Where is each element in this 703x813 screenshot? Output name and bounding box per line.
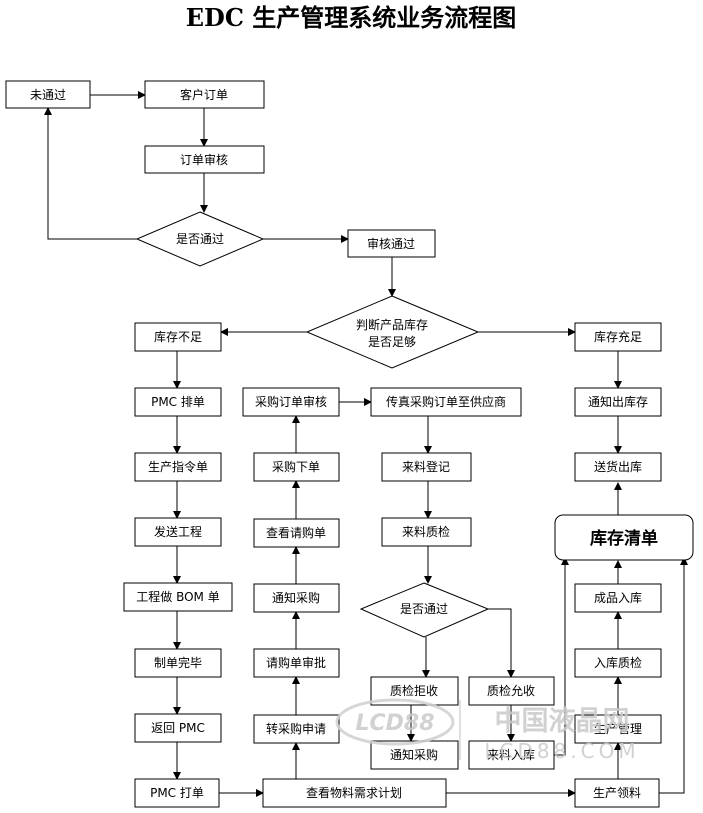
node-kehu-dingdan: 客户订单 [144, 80, 265, 109]
node-songhuo-chuku: 送货出库 [574, 452, 662, 482]
node-label: 成品入库 [594, 590, 642, 605]
node-chakan-wuliao: 查看物料需求计划 [262, 778, 447, 808]
node-label: 查看物料需求计划 [306, 786, 402, 800]
node-label: 库存充足 [594, 329, 642, 344]
node-fanhui-pmc: 返回 PMC [134, 713, 222, 743]
node-kucun-qingdan: 库存清单 [554, 514, 694, 561]
node-weitongguo: 未通过 [5, 80, 91, 109]
node-label: 发送工程 [154, 524, 202, 539]
node-label: 采购下单 [272, 459, 320, 474]
node-label: 质检拒收 [390, 683, 438, 698]
node-label: 是否通过 [400, 602, 448, 616]
node-shifou-tongguo-1: 是否通过 [135, 211, 265, 267]
edge-ruku-to-qingdan [554, 557, 569, 756]
watermark-logo-text: LCD88 [355, 711, 434, 736]
node-label: 送货出库 [594, 459, 642, 474]
node-qinggoudan-shenpi: 请购单审批 [253, 648, 340, 678]
node-label: 未通过 [30, 88, 66, 102]
node-label-line2: 是否足够 [368, 335, 416, 349]
node-shengchan-lingliao: 生产领料 [574, 778, 660, 808]
node-label: 通知采购 [272, 590, 320, 605]
node-label-line1: 判断产品库存 [356, 317, 428, 332]
node-shenhe-tongguo: 审核通过 [347, 229, 436, 258]
node-chengpin-ruku: 成品入库 [574, 583, 662, 613]
node-label: 审核通过 [367, 236, 415, 251]
node-label: 来料登记 [402, 459, 450, 474]
connectors [44, 91, 688, 797]
node-shengchan-zhiling: 生产指令单 [134, 452, 222, 482]
node-label: 转采购申请 [266, 721, 326, 736]
node-label: 生产指令单 [148, 459, 208, 474]
node-label: PMC 排单 [151, 395, 205, 409]
node-label: 返回 PMC [151, 721, 205, 735]
node-label: 传真采购订单至供应商 [386, 394, 506, 409]
node-label: 库存不足 [154, 329, 202, 344]
node-kucun-buzu: 库存不足 [134, 322, 222, 352]
node-label: 请购单审批 [266, 655, 326, 670]
node-label: 工程做 BOM 单 [136, 589, 219, 604]
node-caigou-xiadan: 采购下单 [253, 452, 340, 482]
node-zhijian-yunshou: 质检允收 [468, 676, 555, 706]
node-label: 来料质检 [402, 524, 450, 539]
watermark-en-text: LCD88.COM [484, 739, 639, 763]
node-chuanzhen-gongyingshang: 传真采购订单至供应商 [370, 387, 522, 417]
node-lailiao-ruku: 来料入库 [468, 740, 555, 770]
watermark-cn-text: 中国液晶网 [495, 706, 630, 737]
edge-tongguo2-to-yunshou [488, 608, 515, 678]
node-lailiao-zhijian: 来料质检 [381, 517, 472, 547]
node-label: 通知出库存 [588, 394, 648, 409]
node-label: 库存清单 [590, 528, 658, 549]
node-gongcheng-bom: 工程做 BOM 单 [123, 582, 233, 612]
node-label: 订单审核 [180, 152, 228, 167]
node-label: 生产领料 [593, 786, 641, 800]
node-kucun-chongzu: 库存充足 [574, 322, 662, 352]
node-label: 是否通过 [176, 232, 224, 246]
node-label: PMC 打单 [150, 786, 204, 800]
node-ruku-zhijian: 入库质检 [574, 648, 662, 678]
node-shengchan-guanli: 生产管理 [574, 714, 662, 744]
node-dingdan-shenhe: 订单审核 [144, 145, 265, 174]
node-caigou-dingdan-shenhe: 采购订单审核 [242, 387, 340, 417]
node-chakan-qinggoudan: 查看请购单 [253, 518, 340, 548]
diagram-title: EDC 生产管理系统业务流程图 [186, 3, 517, 32]
node-shifou-tongguo-2: 是否通过 [359, 582, 490, 638]
node-panduan-kucun: 判断产品库存 是否足够 [305, 295, 480, 369]
node-label: 生产管理 [594, 721, 642, 736]
node-fasong-gongcheng: 发送工程 [134, 517, 222, 547]
edge-tongguo-no-to-weitongguo [44, 107, 137, 240]
node-label: 查看请购单 [266, 525, 326, 540]
node-label: 客户订单 [180, 87, 228, 102]
node-lailiao-dengji: 来料登记 [381, 452, 472, 482]
node-pmc-paidan: PMC 排单 [134, 387, 222, 417]
edge-lingliao-to-qingdan [659, 557, 688, 794]
node-tongzhi-chukucun: 通知出库存 [574, 387, 662, 417]
node-label: 质检允收 [487, 683, 535, 698]
watermark-logo: LCD88 [335, 698, 455, 746]
node-label: 来料入库 [487, 747, 535, 762]
node-label: 采购订单审核 [255, 394, 327, 409]
node-label: 制单完毕 [154, 655, 202, 670]
node-pmc-dadan: PMC 打单 [134, 778, 220, 808]
node-tongzhi-caigou-2: 通知采购 [370, 740, 459, 770]
node-zhidan-wanbi: 制单完毕 [134, 648, 222, 678]
node-zhuan-caigou-shenqing: 转采购申请 [253, 714, 340, 744]
node-label: 入库质检 [594, 655, 642, 670]
watermark: LCD88 中国液晶网 LCD88.COM [335, 698, 639, 763]
node-label: 通知采购 [390, 747, 438, 762]
nodes: 未通过 客户订单 订单审核 是否通过 审核通过 判断产品库存 是否足够 库存不足 [5, 80, 694, 808]
node-tongzhi-caigou-1: 通知采购 [253, 583, 340, 613]
